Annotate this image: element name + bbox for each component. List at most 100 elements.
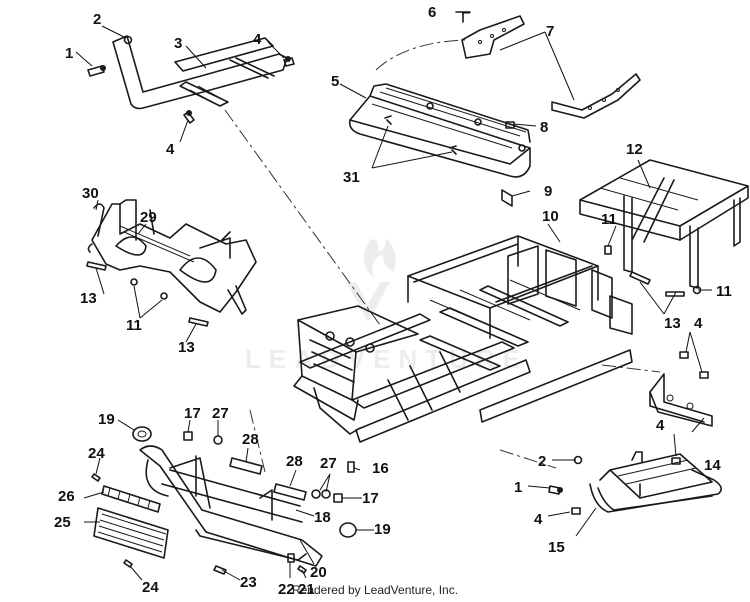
seal-strip-upper — [461, 15, 525, 59]
bolt-13-right — [629, 271, 685, 297]
callout-13c: 13 — [178, 339, 195, 356]
main-chassis-frame — [293, 235, 633, 443]
callout-12: 12 — [626, 141, 643, 158]
rear-rack-frame — [579, 159, 749, 289]
callout-4d: 4 — [656, 417, 665, 434]
alignment-line-3 — [601, 364, 661, 373]
bumper-cap-19-right — [339, 522, 357, 538]
bolt-4-mid — [183, 110, 195, 124]
callout-19a: 19 — [98, 411, 115, 428]
callout-6: 6 — [428, 4, 436, 21]
callout-9: 9 — [544, 183, 552, 200]
bolt-1-right — [548, 485, 563, 495]
grille-25 — [93, 507, 169, 559]
alignment-line-5 — [499, 449, 557, 469]
callout-10: 10 — [542, 208, 559, 225]
seal-strip-lower — [551, 73, 641, 119]
callout-11a: 11 — [601, 211, 617, 228]
nut-8 — [505, 121, 515, 129]
credit-text: Rendered by LeadVenture, Inc. — [291, 583, 459, 597]
bolt-4-right-b — [699, 371, 709, 379]
watermark: LEADVENTURE — [245, 238, 528, 374]
leader-lines — [75, 12, 712, 581]
bolt-13-left-a — [86, 261, 107, 271]
callout-21: 21 — [298, 581, 315, 598]
mount-bracket — [649, 373, 713, 427]
bolt-4-lower-right — [571, 507, 581, 515]
front-bumper — [139, 445, 323, 567]
callout-28a: 28 — [242, 431, 259, 448]
alignment-line-2 — [224, 109, 381, 326]
nut-17-right — [333, 493, 343, 503]
callout-2b: 2 — [538, 453, 546, 470]
callout-1: 1 — [65, 45, 73, 62]
callout-7: 7 — [546, 23, 554, 40]
callout-11b: 11 — [716, 283, 732, 300]
bolt-4-bracket — [671, 457, 681, 465]
callout-29: 29 — [140, 209, 157, 226]
callout-4b: 4 — [166, 141, 175, 158]
callout-5: 5 — [331, 73, 339, 90]
callout-20: 20 — [310, 564, 327, 581]
washer-27-left — [213, 435, 223, 445]
callout-1b: 1 — [514, 479, 522, 496]
callout-11c: 11 — [126, 317, 142, 334]
callout-25: 25 — [54, 514, 71, 531]
callout-19b: 19 — [374, 521, 391, 538]
washer-27-right — [311, 489, 331, 499]
seat-pan — [348, 83, 531, 178]
bolt-4-top — [283, 56, 295, 67]
callout-labels: 1 2 3 4 4 5 6 7 8 9 10 11 11 11 12 13 13… — [54, 4, 732, 598]
callout-28b: 28 — [286, 453, 303, 470]
callout-18: 18 — [314, 509, 331, 526]
callout-4e: 4 — [534, 511, 543, 528]
bumper-cap-19-left — [132, 426, 152, 442]
callout-13b: 13 — [80, 290, 97, 307]
mesh-26 — [101, 485, 161, 513]
alignment-line-4 — [249, 409, 266, 473]
bolt-11-left — [130, 278, 168, 300]
callout-31: 31 — [343, 169, 360, 186]
callout-3: 3 — [174, 35, 182, 52]
callout-14: 14 — [704, 457, 721, 474]
callout-13a: 13 — [664, 315, 681, 332]
alignment-line-1 — [375, 39, 467, 71]
callout-30: 30 — [82, 185, 99, 202]
bolt-13-left-b — [188, 317, 209, 327]
front-suspension-frame — [91, 199, 257, 315]
callout-8: 8 — [540, 119, 548, 136]
pin-31b — [449, 145, 457, 155]
callout-17a: 17 — [184, 405, 201, 422]
callout-2: 2 — [93, 11, 101, 28]
clip-22 — [287, 553, 295, 563]
callout-27b: 27 — [320, 455, 337, 472]
pin-16 — [347, 461, 355, 473]
callout-16: 16 — [372, 460, 389, 477]
bolt-28-right — [273, 483, 307, 501]
nut-2 — [123, 35, 133, 45]
nut-17-left — [183, 431, 193, 441]
bolt-1 — [87, 65, 106, 77]
screw-6 — [455, 11, 471, 23]
callout-15: 15 — [548, 539, 565, 556]
bolt-28-left — [229, 457, 263, 475]
bolt-23 — [213, 565, 227, 575]
spring-clip-30 — [87, 203, 105, 253]
callout-24a: 24 — [88, 445, 105, 462]
screw-24-top — [91, 473, 101, 482]
callout-4: 4 — [253, 31, 262, 48]
callout-23: 23 — [240, 574, 257, 591]
watermark-text: LEADVENTURE — [245, 344, 528, 374]
callout-17b: 17 — [362, 490, 379, 507]
bolt-11-frame — [604, 245, 612, 255]
pin-31a — [384, 115, 392, 125]
clip-9 — [501, 189, 513, 207]
screw-24-bottom — [123, 559, 133, 568]
callout-24b: 24 — [142, 579, 159, 596]
callout-26: 26 — [58, 488, 75, 505]
bolt-4-right-a — [679, 351, 689, 359]
seat-frame-bracket — [112, 35, 288, 110]
callout-27a: 27 — [212, 405, 229, 422]
rear-seat-frame — [589, 451, 722, 513]
